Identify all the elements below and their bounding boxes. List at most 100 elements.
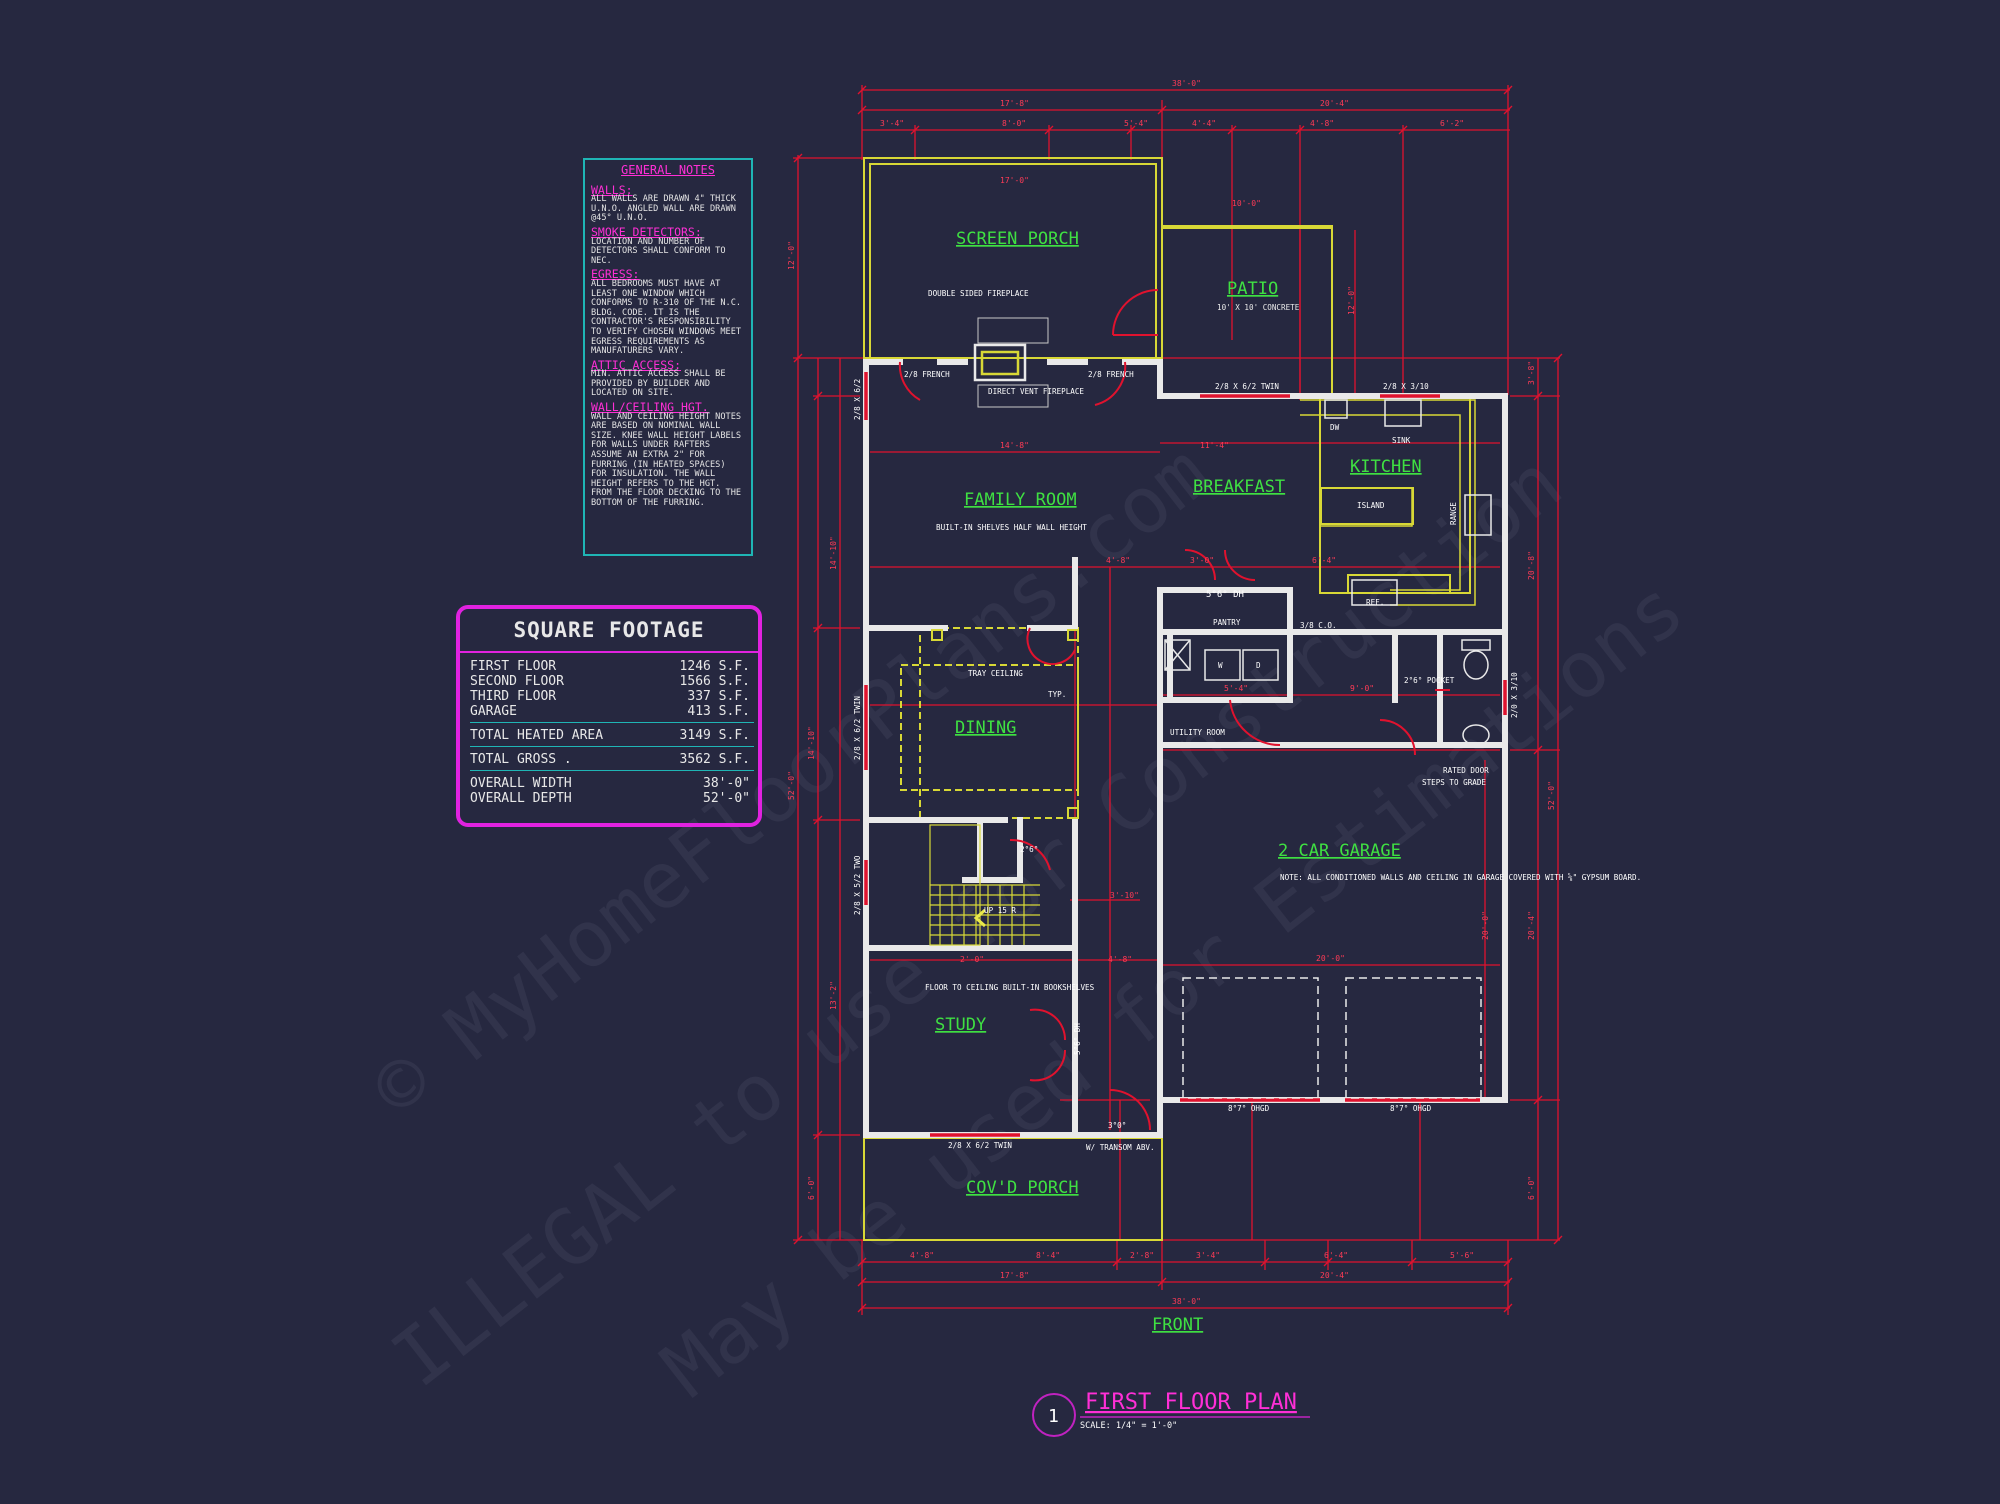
title-number-circle [1032, 1393, 1076, 1437]
dim-bottom-sub-1: 4'-8" [910, 1251, 934, 1260]
sqft-value: 52'-0" [703, 791, 750, 806]
notes-heading-wall-ceiling: WALL/CEILING HGT. [591, 400, 709, 415]
general-notes-box: GENERAL NOTES WALLS: ALL WALLS ARE DRAWN… [583, 158, 753, 556]
ref-note: REF. [1366, 598, 1384, 607]
shelves-note: BUILT-IN SHELVES HALF WALL HEIGHT [936, 523, 1087, 532]
french-left-note: 2/8 FRENCH [904, 370, 950, 379]
dim-top-sub-4: 4'-4" [1192, 119, 1216, 128]
breakfast-label: BREAKFAST [1193, 477, 1285, 497]
double-sided-note: DOUBLE SIDED FIREPLACE [928, 289, 1029, 298]
study-label: STUDY [935, 1015, 986, 1035]
sqft-value: 38'-0" [703, 776, 750, 791]
dh-pantry-note: 5°6° DH [1206, 590, 1244, 600]
notes-heading-attic: ATTIC ACCESS: [591, 357, 682, 372]
sqft-total-gross-row: TOTAL GROSS . 3562 S.F. [470, 752, 754, 767]
french-right-note: 2/8 FRENCH [1088, 370, 1134, 379]
sqft-value: 3149 S.F. [679, 728, 750, 743]
sqft-label: FIRST FLOOR [470, 659, 557, 674]
notes-body-wall-ceiling: WALL AND CEILING HEIGHT NOTES ARE BASED … [591, 411, 742, 508]
plan-notes: 10' X 10' CONCRETE DOUBLE SIDED FIREPLAC… [853, 289, 1641, 1152]
dim-inner-13: 2'-0" [960, 955, 984, 964]
sink-note: SINK [1392, 436, 1411, 445]
notes-section-smoke: SMOKE DETECTORS: LOCATION AND NUMBER OF … [591, 226, 745, 266]
dim-inner-14: 3'-10" [1110, 891, 1139, 900]
title-block: 1 FIRST FLOOR PLAN SCALE: 1/4" = 1'-0" [1032, 1390, 1310, 1437]
dim-inner-3: 12'-0" [1347, 286, 1356, 315]
dim-inner-11: 20'-0" [1316, 954, 1345, 963]
dimension-lines [793, 85, 1560, 1315]
bookshelves-note: FLOOR TO CEILING BUILT-IN BOOKSHELVES [925, 983, 1095, 992]
columns [931, 629, 1079, 819]
dim-top-sub-3: 5'-4" [1124, 119, 1148, 128]
sqft-value: 337 S.F. [687, 689, 750, 704]
dim-right-overall: 52'-0" [1547, 781, 1556, 810]
door-30-note: 3°0° [1108, 1121, 1126, 1130]
plan-scale: SCALE: 1/4" = 1'-0" [1080, 1421, 1177, 1431]
notes-heading-walls: WALLS: [591, 182, 633, 197]
dim-top-left: 17'-8" [1000, 99, 1029, 108]
square-footage-table: FIRST FLOOR 1246 S.F. SECOND FLOOR 1566 S.… [470, 659, 754, 806]
front-label: FRONT [1152, 1315, 1203, 1335]
dim-top-sub-5: 4'-8" [1310, 119, 1334, 128]
pantry-note: PANTRY [1213, 618, 1241, 627]
sqft-label: TOTAL HEATED AREA [470, 728, 604, 743]
door-26-note: 2°6° [1020, 845, 1038, 854]
sqft-value: 1246 S.F. [679, 659, 750, 674]
win-left2-note: 2/8 X 6/2 TWIN [853, 696, 862, 760]
pocket-note: 2°6° POCKET [1404, 676, 1455, 685]
sqft-label: GARAGE [470, 704, 517, 719]
notes-section-wall-ceiling: WALL/CEILING HGT. WALL AND CEILING HEIGH… [591, 400, 745, 509]
doors [898, 289, 1450, 1131]
sqft-label: SECOND FLOOR [470, 674, 564, 689]
dw-note: DW [1330, 423, 1340, 432]
fireplace [973, 317, 1049, 408]
ohgd-1-note: 8°7° OHGD [1228, 1104, 1270, 1113]
w-note: W [1218, 661, 1223, 670]
garage-doors [1182, 977, 1482, 1099]
family-room-label: FAMILY ROOM [964, 490, 1077, 510]
kitchen-label: KITCHEN [1350, 457, 1422, 477]
sqft-label: TOTAL GROSS . [470, 752, 572, 767]
sqft-value: 1566 S.F. [679, 674, 750, 689]
notes-section-egress: EGRESS: ALL BEDROOMS MUST HAVE AT LEAST … [591, 269, 745, 357]
win-left1-note: 2/8 X 6/2 [853, 379, 862, 420]
notes-body-attic: MIN. ATTIC ACCESS SHALL BE PROVIDED BY B… [591, 369, 726, 399]
co-note: 3/8 C.O. [1300, 621, 1337, 630]
plan-title: FIRST FLOOR PLAN [1085, 1390, 1297, 1415]
dim-right-c: 20'-4" [1527, 911, 1536, 940]
notes-section-walls: WALLS: ALL WALLS ARE DRAWN 4" THICK U.N.… [591, 182, 745, 224]
dim-right-a: 3'-8" [1527, 361, 1536, 385]
sqft-separator [470, 722, 754, 723]
garage-note: NOTE: ALL CONDITIONED WALLS AND CEILING … [1280, 873, 1641, 882]
island-note: ISLAND [1357, 501, 1385, 510]
steps-note: STEPS TO GRADE [1422, 778, 1486, 787]
dim-inner-8: 6'-4" [1312, 556, 1336, 565]
notes-body-egress: ALL BEDROOMS MUST HAVE AT LEAST ONE WIND… [591, 278, 742, 357]
direct-vent-note: DIRECT VENT FIREPLACE [988, 387, 1084, 396]
dim-left-e: 6'-0" [807, 1176, 816, 1200]
dim-inner-12: 20'-0" [1481, 911, 1490, 940]
dim-inner-7: 3'-0" [1190, 556, 1214, 565]
dim-overall-bottom: 38'-0" [1172, 1297, 1201, 1306]
stair-arrow [973, 908, 986, 928]
dim-inner-10: 5'-4" [1224, 684, 1248, 693]
windows [864, 372, 1507, 1137]
title-number: 1 [1048, 1406, 1059, 1427]
utility-note: UTILITY ROOM [1170, 728, 1225, 737]
dim-left-c: 14'-10" [807, 726, 816, 760]
twin-bottom-note: 2/8 X 6/2 TWIN [948, 1141, 1012, 1150]
patio-label: PATIO [1227, 279, 1278, 299]
sqft-row: SECOND FLOOR 1566 S.F. [470, 674, 754, 689]
dim-inner-9: 9'-0" [1350, 684, 1374, 693]
sqft-label: OVERALL WIDTH [470, 776, 572, 791]
dim-top-sub-1: 3'-4" [880, 119, 904, 128]
dim-inner-1: 17'-0" [1000, 176, 1029, 185]
dim-top-sub-2: 8'-0" [1002, 119, 1026, 128]
notes-body-smoke: LOCATION AND NUMBER OF DETECTORS SHALL C… [591, 236, 726, 266]
typ-note: TYP. [1048, 690, 1066, 699]
sqft-value: 3562 S.F. [679, 752, 750, 767]
win-kitchen-note: 2/8 X 3/10 [1383, 382, 1429, 391]
sqft-total-heated-row: TOTAL HEATED AREA 3149 S.F. [470, 728, 754, 743]
